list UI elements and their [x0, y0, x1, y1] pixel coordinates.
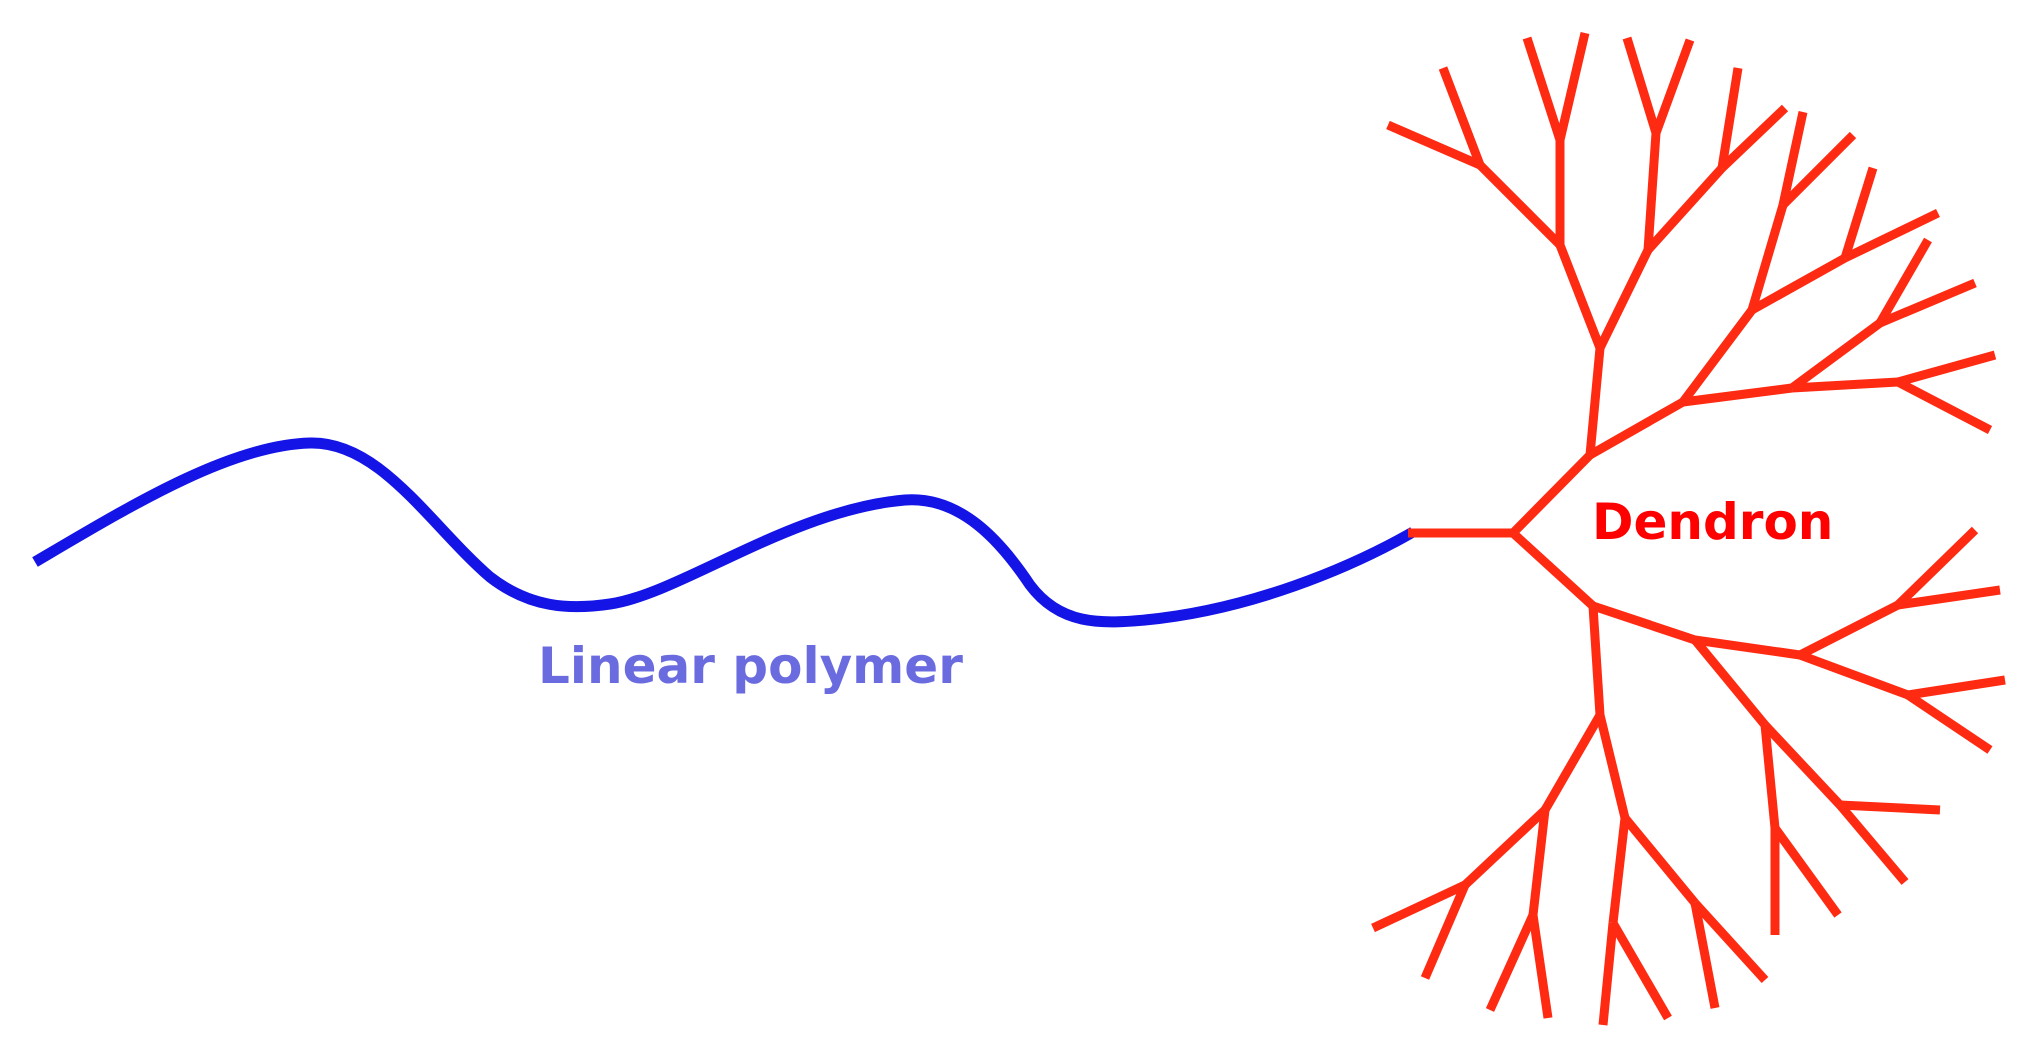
dendron-branch [1528, 914, 1553, 1019]
dendron-branch [1528, 809, 1550, 916]
dendron-branch [1840, 166, 1878, 260]
dendron-label: Dendron [1592, 493, 1833, 551]
dendron-branch [1797, 600, 1901, 660]
dendron-branch [1839, 800, 1941, 815]
dendron-branch [1476, 161, 1564, 249]
dendron-branch [1555, 31, 1590, 142]
dendron-branch [1651, 38, 1695, 135]
dendron-branch [1541, 712, 1604, 813]
dendron-branch [1371, 880, 1467, 933]
dendron-tree [1371, 31, 2006, 1026]
dendron-branch [1438, 66, 1485, 167]
dendron-branch [1690, 902, 1720, 1009]
dendron-branch [1587, 398, 1686, 459]
linear-polymer-chain [32, 437, 1416, 628]
dendron-branch [1420, 883, 1470, 980]
dendron-branch [1591, 601, 1697, 645]
dendron-branch [1522, 36, 1565, 142]
dendron-branch [1717, 67, 1743, 169]
dendron-branch [1897, 585, 2001, 610]
dendron-branch [1595, 713, 1630, 820]
dendron-branch [1622, 36, 1661, 135]
dendron-branch [1896, 350, 1997, 387]
dendron-branch [1595, 248, 1653, 350]
dendron-branch [1895, 378, 1993, 434]
dendron-branch [1749, 254, 1848, 314]
dendron-branch [1694, 635, 1801, 660]
dendron-branch [1485, 913, 1538, 1012]
dendron-branch [1905, 691, 1993, 754]
dendron-branch [1761, 721, 1844, 809]
dendron-branch [1608, 817, 1630, 924]
dendron-branch [1798, 650, 1910, 700]
dendron-branch [1509, 451, 1594, 537]
dendron-branch [1789, 319, 1883, 392]
dendron-branch [1791, 377, 1899, 393]
dendron-branch [1621, 815, 1699, 906]
dendron-branch [1718, 104, 1789, 172]
dendron-branch [1876, 237, 1932, 326]
linear-polymer-label: Linear polymer [538, 637, 963, 695]
dendron-branch [1907, 675, 2006, 700]
dendron-branch [1386, 120, 1482, 170]
dendron-branch [1843, 208, 1940, 263]
dendron-branch [1894, 526, 1979, 609]
dendron-branch [1588, 605, 1605, 716]
dendron-branch [1760, 724, 1780, 829]
dendron-branch [1509, 529, 1597, 610]
dendron-branch [1747, 203, 1788, 312]
dendron-branch [1878, 278, 1977, 328]
dendron-branch [1461, 806, 1549, 889]
dendron-branch [1691, 637, 1769, 728]
dendron-branch [1644, 164, 1726, 254]
dendron-branch [1585, 347, 1605, 456]
dendron-branch [1643, 132, 1661, 251]
dendron-branch [1609, 920, 1672, 1021]
dendron-branch [1836, 802, 1909, 885]
dendron-branch [1778, 111, 1808, 206]
dendron-branch [1598, 922, 1618, 1026]
dendron-branch [1555, 243, 1605, 350]
dendron-branch [1679, 307, 1756, 405]
dendron-branch [1691, 899, 1769, 984]
dendron-branch [1771, 825, 1842, 918]
dendron-branch [1682, 383, 1793, 407]
dendron-branch [1779, 131, 1857, 209]
